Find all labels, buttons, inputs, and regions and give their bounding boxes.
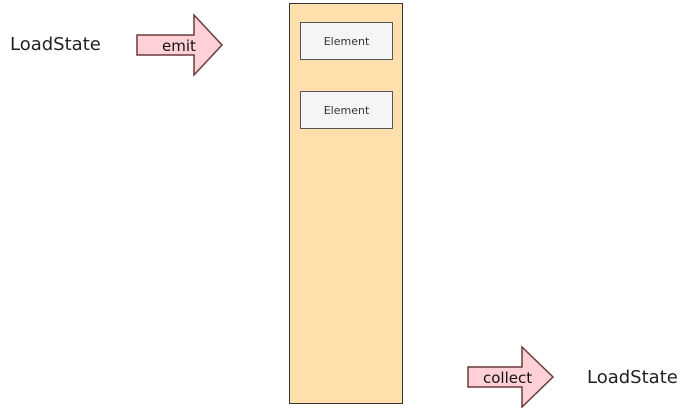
stream-element-label: Element xyxy=(323,34,370,48)
collect-arrow-icon xyxy=(467,345,555,408)
collect-label: collect xyxy=(483,369,533,387)
flow-stream-container: Element Element xyxy=(289,3,403,404)
stream-element-label: Element xyxy=(323,103,370,117)
emit-label: emit xyxy=(162,37,196,55)
emit-arrow-icon xyxy=(136,13,224,77)
loadstate-source-label: LoadState xyxy=(10,34,101,55)
stream-element-2: Element xyxy=(300,91,393,129)
stream-element-1: Element xyxy=(300,22,393,60)
loadstate-sink-label: LoadState xyxy=(587,367,678,388)
